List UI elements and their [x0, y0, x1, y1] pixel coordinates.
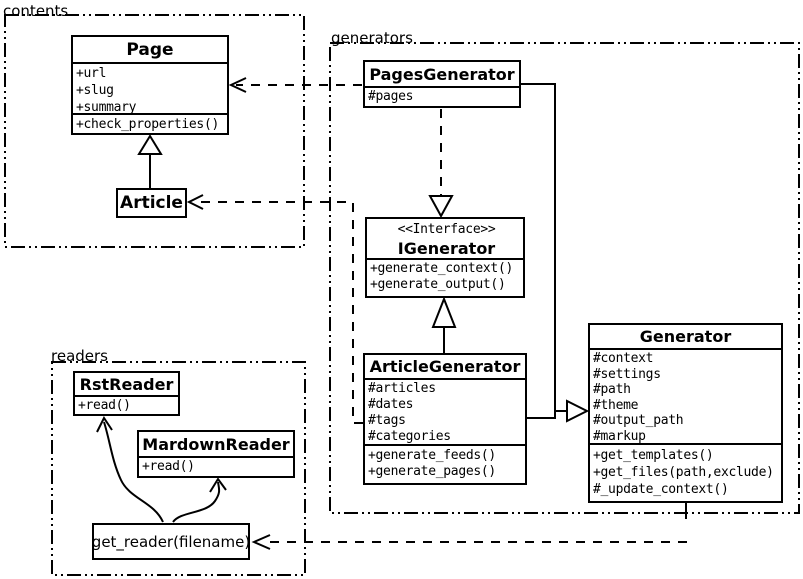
- class-rstreader: RstReader +read(): [73, 371, 180, 416]
- class-page-attributes: +url +slug +summary: [73, 64, 227, 115]
- class-generator-methods: +get_templates() +get_files(path,exclude…: [590, 445, 781, 499]
- attribute: #categories: [368, 429, 451, 444]
- conn-article-extends-page: [137, 134, 163, 190]
- attribute: #output_path: [593, 413, 684, 428]
- function-get-reader-label: get_reader(filename): [91, 532, 251, 551]
- interface-stereotype: <<Interface>>: [397, 222, 496, 237]
- class-rstreader-title: RstReader: [75, 373, 178, 397]
- attribute: +summary: [76, 100, 137, 115]
- attribute: #theme: [593, 397, 639, 413]
- class-pagesgenerator: PagesGenerator #pages: [363, 60, 521, 108]
- conn-generator-depends-getreader: [251, 534, 687, 550]
- attribute: #settings: [593, 366, 661, 382]
- class-igenerator-methods: +generate_context() +generate_output(): [367, 260, 523, 294]
- class-mardownreader-methods: +read(): [139, 458, 293, 476]
- method: +read(): [142, 459, 195, 474]
- class-generator: Generator #context #settings #path #them…: [588, 323, 783, 503]
- conn-getreader-rstreader: [96, 416, 164, 523]
- attribute: #tags: [368, 413, 406, 428]
- method: +check_properties(): [76, 117, 220, 132]
- attribute: #pages: [368, 89, 414, 104]
- attribute: +slug: [76, 83, 114, 98]
- conn-getreader-mardownreader: [172, 477, 227, 523]
- generators-package-border: [329, 42, 800, 514]
- method: +get_files(path,exclude): [593, 465, 774, 480]
- generators-package-label: generators: [331, 29, 413, 47]
- attribute: #articles: [368, 381, 436, 396]
- class-igenerator-title: IGenerator: [397, 239, 496, 258]
- method: +generate_context(): [370, 261, 514, 276]
- readers-package-border: [51, 361, 306, 576]
- class-pagesgenerator-title: PagesGenerator: [365, 62, 519, 88]
- class-rstreader-methods: +read(): [75, 397, 178, 414]
- class-articlegenerator-methods: +generate_feeds() +generate_pages(): [365, 446, 525, 481]
- method: +read(): [78, 398, 131, 413]
- method: +generate_feeds(): [368, 448, 496, 463]
- conn-generators-extend-generator: [520, 83, 590, 423]
- method: +generate_output(): [370, 277, 506, 292]
- method: #_update_context(): [593, 482, 729, 497]
- class-page-title: Page: [73, 37, 227, 64]
- class-page: Page +url +slug +summary +check_properti…: [71, 35, 229, 135]
- class-generator-attributes: #context #settings #path #theme #output_…: [590, 350, 781, 445]
- conn-pagesgenerator-depends-page: [228, 77, 362, 93]
- class-mardownreader-title: MardownReader: [139, 432, 293, 458]
- attribute: #path: [593, 382, 631, 397]
- class-article-title: Article: [120, 193, 183, 213]
- class-article: Article: [116, 188, 187, 218]
- class-articlegenerator-attributes: #articles #dates #tags #categories: [365, 380, 525, 446]
- contents-package-border: [4, 14, 305, 248]
- method: +get_templates(): [593, 448, 714, 463]
- conn-articlegenerator-extends-igenerator: [431, 296, 457, 354]
- contents-package-label: contents: [3, 2, 69, 20]
- class-articlegenerator: ArticleGenerator #articles #dates #tags …: [363, 353, 527, 485]
- class-articlegenerator-title: ArticleGenerator: [365, 355, 525, 380]
- conn-articlegenerator-depends-article: [186, 194, 363, 424]
- class-igenerator: <<Interface>> IGenerator +generate_conte…: [365, 217, 525, 298]
- readers-package-label: readers: [51, 347, 108, 365]
- conn-pagesgenerator-realizes-igenerator: [428, 109, 454, 219]
- attribute: #markup: [593, 428, 646, 444]
- class-igenerator-header: <<Interface>> IGenerator: [367, 219, 523, 260]
- class-pagesgenerator-attributes: #pages: [365, 88, 519, 106]
- class-mardownreader: MardownReader +read(): [137, 430, 295, 478]
- class-generator-title: Generator: [590, 325, 781, 350]
- method: +generate_pages(): [368, 464, 496, 479]
- attribute: #context: [593, 351, 654, 366]
- attribute: #dates: [368, 397, 414, 412]
- class-page-methods: +check_properties(): [73, 115, 227, 133]
- function-get-reader: get_reader(filename): [92, 523, 250, 560]
- attribute: +url: [76, 66, 107, 81]
